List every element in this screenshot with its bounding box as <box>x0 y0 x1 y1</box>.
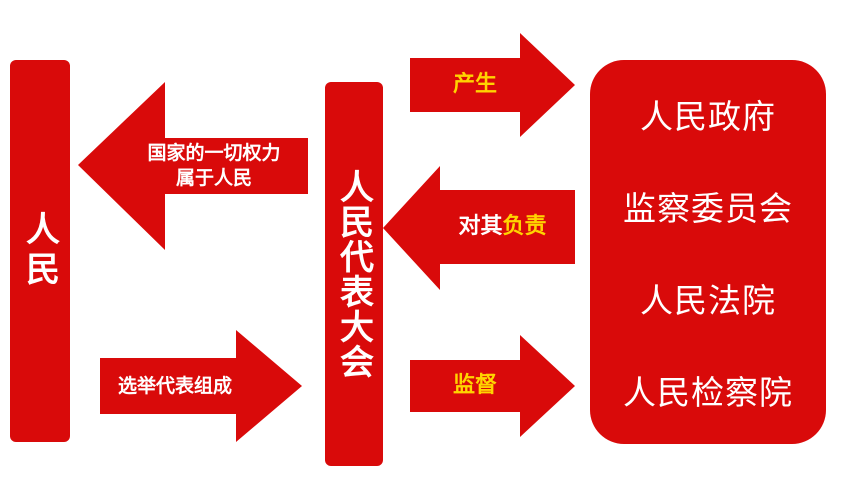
organ-supervisory-commission: 监察委员会 <box>623 189 793 228</box>
responsible-label-highlight: 负责 <box>502 213 547 239</box>
power-label-line1: 国家的一切权力 <box>147 142 281 165</box>
power-arrow-label: 国家的一切权力 属于人民 <box>120 138 308 194</box>
elect-arrow-label: 选举代表组成 <box>117 374 232 397</box>
elect-arrow <box>100 330 302 442</box>
power-arrow <box>78 82 308 250</box>
power-label-line2: 属于人民 <box>175 167 252 189</box>
responsible-arrow <box>383 166 575 290</box>
produce-arrow <box>410 33 575 137</box>
responsible-label-prefix: 对其 <box>458 213 503 239</box>
congress-box <box>325 82 383 466</box>
organ-government: 人民政府 <box>640 97 776 136</box>
supervise-arrow <box>410 335 575 437</box>
congress-label: 人民代表大会 <box>333 169 374 379</box>
organ-court: 人民法院 <box>640 281 776 320</box>
produce-arrow-label: 产生 <box>452 71 497 97</box>
state-organs-panel <box>590 60 826 444</box>
responsible-arrow-label: 对其负责 <box>430 190 575 264</box>
supervise-arrow-label: 监督 <box>452 372 497 398</box>
people-box <box>10 60 70 442</box>
people-label: 人民 <box>19 211 60 291</box>
organ-procuratorate: 人民检察院 <box>623 373 793 412</box>
